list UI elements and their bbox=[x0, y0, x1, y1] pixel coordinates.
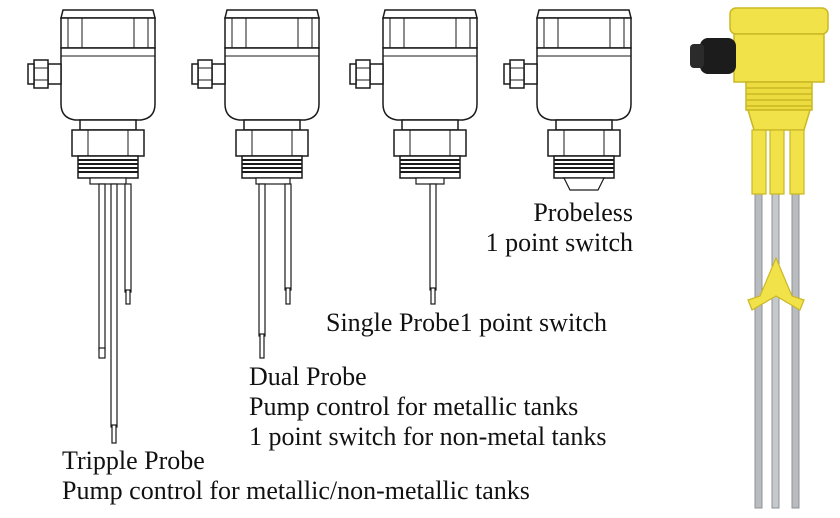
probeless-subtitle: 1 point switch bbox=[485, 228, 633, 257]
tripple-probe-title: Tripple Probe bbox=[62, 446, 205, 475]
probeless-label: Probeless 1 point switch bbox=[440, 198, 633, 258]
tripple-probe-drawing bbox=[27, 9, 156, 444]
single-probe-title: Single Probe bbox=[326, 308, 460, 337]
probeless-title: Probeless bbox=[533, 198, 633, 227]
tripple-probe-label: Tripple Probe Pump control for metallic/… bbox=[62, 446, 530, 506]
single-probe-text: Single Probe1 point switch bbox=[326, 308, 607, 338]
dual-probe-line1: Pump control for metallic tanks bbox=[249, 392, 579, 421]
single-probe-drawing bbox=[349, 9, 478, 305]
dual-probe-line2: 1 point switch for non-metal tanks bbox=[249, 422, 607, 451]
dual-probe-label: Dual Probe Pump control for metallic tan… bbox=[249, 362, 606, 452]
tripple-probe-subtitle: Pump control for metallic/non-metallic t… bbox=[62, 476, 530, 505]
product-photo bbox=[690, 7, 829, 509]
dual-probe-drawing bbox=[191, 9, 320, 359]
single-probe-subtitle: 1 point switch bbox=[459, 308, 607, 337]
probeless-drawing bbox=[503, 9, 632, 191]
dual-probe-title: Dual Probe bbox=[249, 362, 367, 391]
single-probe-label: Single Probe1 point switch bbox=[326, 308, 607, 338]
